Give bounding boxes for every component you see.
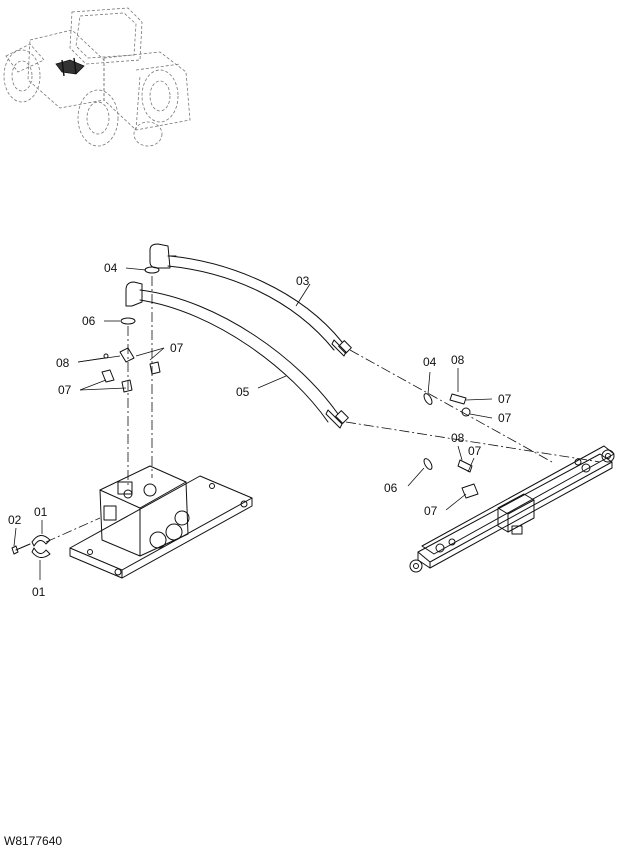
o-ring-06-right (423, 458, 433, 470)
callout-06-left: 06 (82, 314, 96, 328)
bolt-02 (11, 543, 31, 555)
o-ring-04-right (423, 393, 433, 405)
callout-07-right-2: 07 (498, 411, 512, 425)
callout-05: 05 (236, 385, 250, 399)
steering-linkage-assembly (409, 445, 615, 573)
clamp-set-left (101, 347, 161, 393)
callout-08-right-bottom: 08 (451, 431, 465, 445)
callout-01-top: 01 (34, 505, 48, 519)
drawing-id: W8177640 (4, 834, 63, 848)
callout-06-right: 06 (384, 481, 398, 495)
callout-04-left: 04 (104, 261, 118, 275)
clamp-set-right (449, 393, 479, 499)
callout-03: 03 (296, 274, 310, 288)
clamp-01-halves (31, 535, 51, 558)
o-ring-04-left (144, 266, 160, 274)
callout-07-right-4: 07 (424, 504, 438, 518)
callout-04-right: 04 (423, 355, 437, 369)
callout-07-right-1: 07 (498, 392, 512, 406)
callout-08-left: 08 (56, 356, 70, 370)
hose-03 (149, 243, 352, 357)
callout-01-bottom: 01 (32, 585, 46, 599)
callout-labels: 04 03 06 08 07 07 05 04 08 07 07 08 07 0… (8, 261, 512, 599)
leader-lines (13, 267, 493, 580)
control-valve-assembly (69, 465, 253, 579)
hose-05 (125, 281, 349, 429)
callout-07-right-3: 07 (468, 444, 482, 458)
machine-locator-view (3, 7, 191, 147)
callout-08-right-top: 08 (451, 353, 465, 367)
callout-02: 02 (8, 513, 22, 527)
callout-07-left-bottom: 07 (58, 383, 72, 397)
callout-07-left-top: 07 (170, 341, 184, 355)
o-ring-06-left (120, 317, 136, 325)
